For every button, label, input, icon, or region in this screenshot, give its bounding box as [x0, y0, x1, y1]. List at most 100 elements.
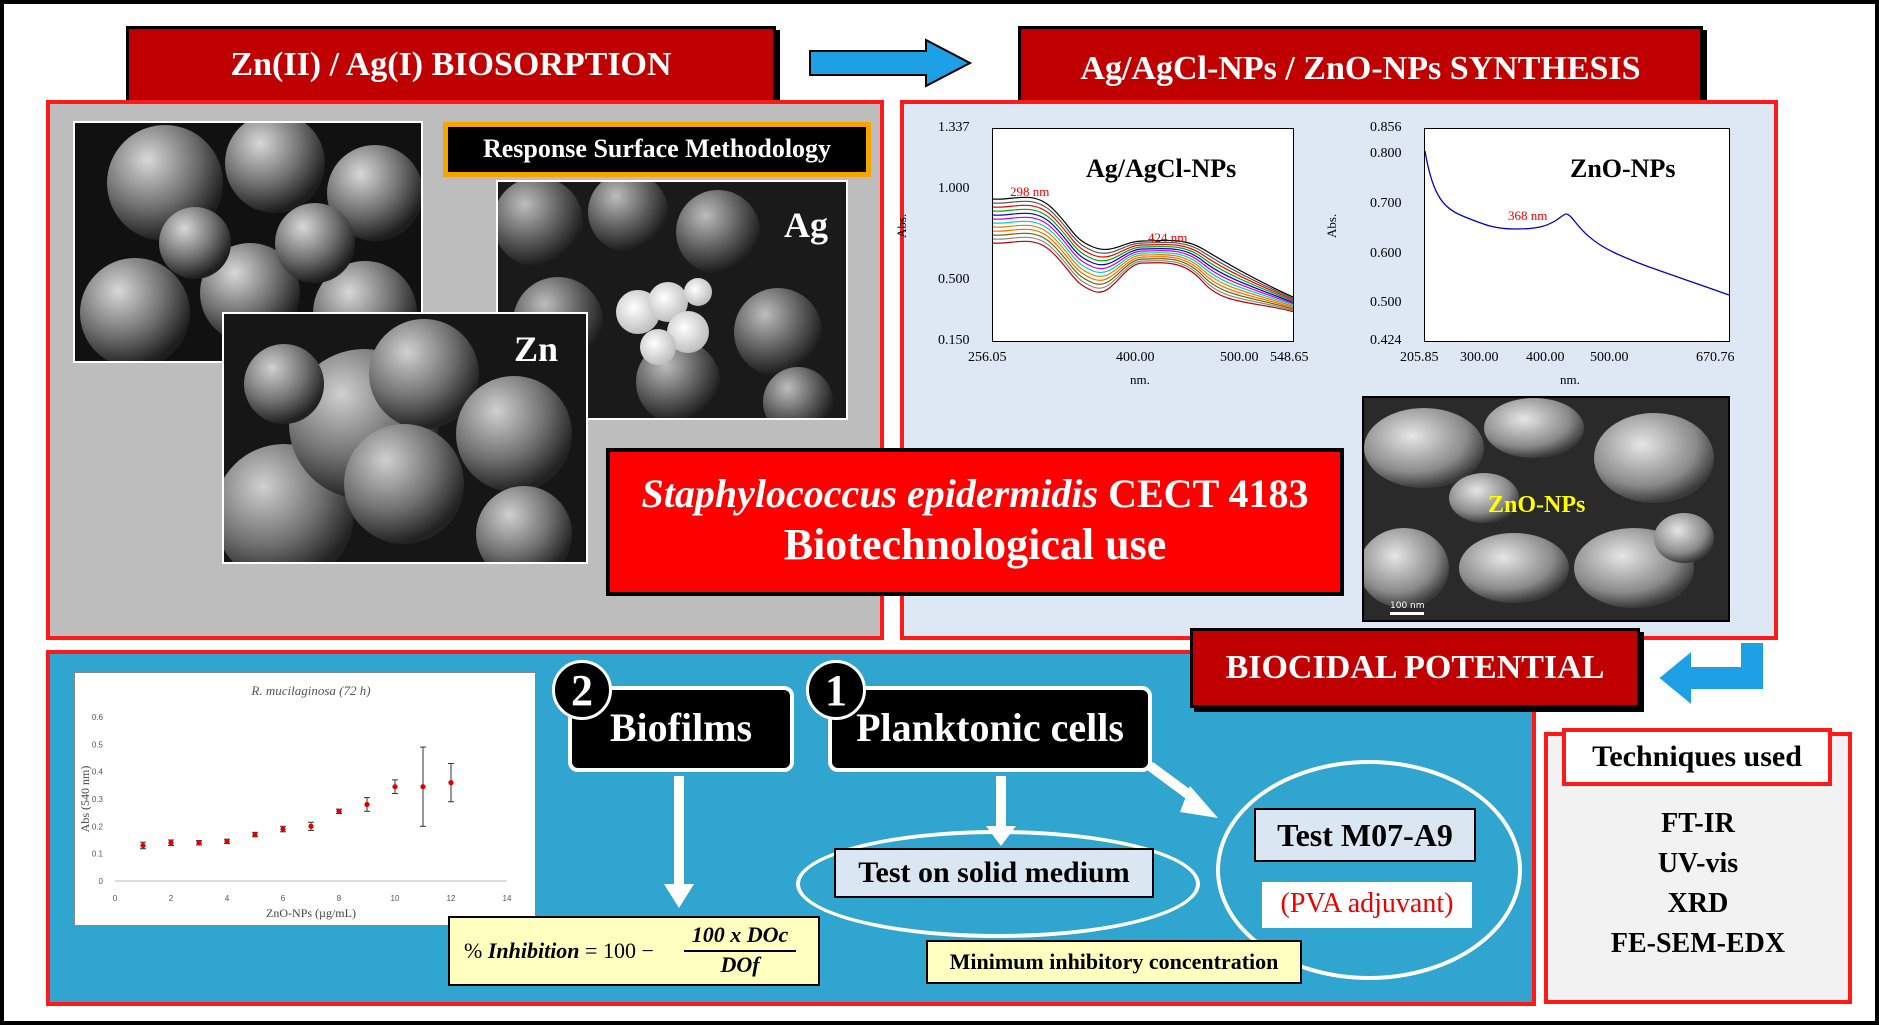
- mic-label: Minimum inhibitory concentration: [926, 940, 1302, 984]
- spectrum-agagcl-plot: [992, 128, 1294, 342]
- y-tick: 1.337: [938, 120, 970, 135]
- y-tick-label: 0.6: [92, 713, 104, 722]
- data-point: [224, 838, 230, 844]
- data-point: [140, 842, 146, 849]
- x-tick-label: 6: [281, 894, 286, 903]
- y-tick: 0.150: [938, 333, 970, 348]
- techniques-list: FT-IR UV-vis XRD FE-SEM-EDX: [1544, 804, 1852, 964]
- pva-label: (PVA adjuvant): [1262, 882, 1472, 928]
- formula-denominator: DOf: [720, 952, 760, 977]
- y-tick: 0.500: [1370, 295, 1402, 310]
- data-point: [420, 784, 426, 790]
- sem-label-ag: Ag: [784, 205, 828, 245]
- x-tick: 400.00: [1116, 350, 1155, 365]
- y-tick: 0.800: [1370, 146, 1402, 161]
- chart-title: R. mucilaginosa (72 h): [250, 683, 370, 698]
- inhibition-formula: % Inhibition = 100 − 100 x DOc DOf: [448, 916, 820, 986]
- x-tick-label: 8: [337, 894, 342, 903]
- peak-label: 368 nm: [1508, 208, 1548, 223]
- spectrum-curve: [992, 236, 1294, 311]
- peak-label: 424 nm: [1148, 230, 1188, 245]
- data-point: [364, 801, 370, 808]
- spectrum-agagcl-title: Ag/AgCl-NPs: [1086, 154, 1237, 183]
- x-tick-label: 12: [447, 894, 456, 903]
- spectrum-curve: [992, 212, 1294, 303]
- x-tick-label: 14: [503, 894, 512, 903]
- scale-bar-label: 100 nm: [1390, 601, 1425, 611]
- m07-ellipse: [1216, 760, 1522, 980]
- sem-image-ag: Ag: [496, 180, 848, 420]
- x-tick: 205.85: [1400, 350, 1439, 365]
- x-axis-label: nm.: [1560, 372, 1580, 387]
- species-name: Staphylococcus epidermidis: [641, 471, 1099, 516]
- x-tick: 400.00: [1526, 350, 1565, 365]
- y-tick: 0.700: [1370, 196, 1402, 211]
- y-tick-label: 0: [99, 877, 104, 886]
- formula-prefix: %: [464, 938, 488, 963]
- spectrum-zno-title: ZnO-NPs: [1570, 154, 1676, 183]
- spectrum-curve: [992, 204, 1294, 301]
- spectrum-curve: [992, 196, 1294, 298]
- spectrum-curve: [992, 216, 1294, 305]
- x-tick: 670.76: [1696, 350, 1735, 365]
- spectrum-curve: [992, 208, 1294, 302]
- x-tick-label: 4: [225, 894, 230, 903]
- techniques-title: Techniques used: [1562, 728, 1832, 786]
- y-tick: 0.424: [1370, 333, 1402, 348]
- rsm-label: Response Surface Methodology: [443, 122, 871, 177]
- step-1-badge: 1: [806, 660, 866, 720]
- y-axis-label: Abs (540 nm): [78, 766, 92, 833]
- sem-image-zn: Zn: [222, 312, 588, 564]
- y-tick-label: 0.1: [92, 850, 104, 859]
- scale-bar: [1390, 612, 1424, 615]
- spectrum-curve: [992, 232, 1294, 310]
- y-tick: 0.856: [1370, 120, 1402, 135]
- x-axis-label: ZnO-NPs (µg/mL): [266, 906, 356, 920]
- y-tick-label: 0.4: [92, 768, 104, 777]
- x-tick-label: 0: [113, 894, 118, 903]
- solid-medium-test: Test on solid medium: [834, 848, 1154, 898]
- x-tick: 500.00: [1220, 350, 1259, 365]
- right-arrow-icon: [809, 38, 973, 88]
- spectrum-curve: [992, 228, 1294, 309]
- return-arrow-icon: [1656, 641, 1765, 709]
- data-point: [168, 840, 174, 846]
- x-tick: 300.00: [1460, 350, 1499, 365]
- x-tick-label: 10: [391, 894, 400, 903]
- technique-item: FE-SEM-EDX: [1610, 928, 1786, 959]
- m07-test: Test M07-A9: [1254, 808, 1476, 862]
- x-tick: 256.05: [968, 350, 1007, 365]
- formula-numerator: 100 x DOc: [684, 922, 796, 952]
- x-tick-label: 2: [169, 894, 174, 903]
- use-label: Biotechnological use: [783, 520, 1167, 569]
- x-tick: 500.00: [1590, 350, 1629, 365]
- sem-image-zno: ZnO-NPs 100 nm: [1362, 396, 1730, 622]
- biofilms-box: Biofilms: [568, 686, 794, 772]
- data-point: [448, 780, 454, 786]
- y-tick-label: 0.3: [92, 795, 104, 804]
- diagonal-arrow-icon: [1147, 761, 1218, 818]
- sem-label-zno: ZnO-NPs: [1488, 492, 1586, 518]
- y-tick: 0.500: [938, 272, 970, 287]
- spectrum-curve: [992, 200, 1294, 299]
- data-point: [392, 784, 398, 790]
- sem-label-zn: Zn: [514, 329, 559, 369]
- technique-item: FT-IR: [1661, 808, 1735, 839]
- spectrum-curve: [992, 220, 1294, 306]
- formula-eq: = 100 −: [579, 938, 654, 963]
- technique-item: UV-vis: [1657, 848, 1739, 879]
- y-tick-label: 0.5: [92, 740, 104, 749]
- technique-item: XRD: [1667, 888, 1729, 919]
- spectrum-curve: [992, 240, 1294, 313]
- data-point: [196, 840, 202, 846]
- spectrum-curve: [1424, 150, 1730, 296]
- peak-label: 298 nm: [1010, 184, 1050, 199]
- step-2-badge: 2: [552, 660, 612, 720]
- organism-box: Staphylococcus epidermidis CECT 4183 Bio…: [606, 448, 1344, 596]
- down-arrow-icon: [664, 776, 694, 908]
- formula-lhs: Inhibition: [487, 938, 580, 963]
- y-tick: 1.000: [938, 181, 970, 196]
- data-point: [308, 823, 314, 829]
